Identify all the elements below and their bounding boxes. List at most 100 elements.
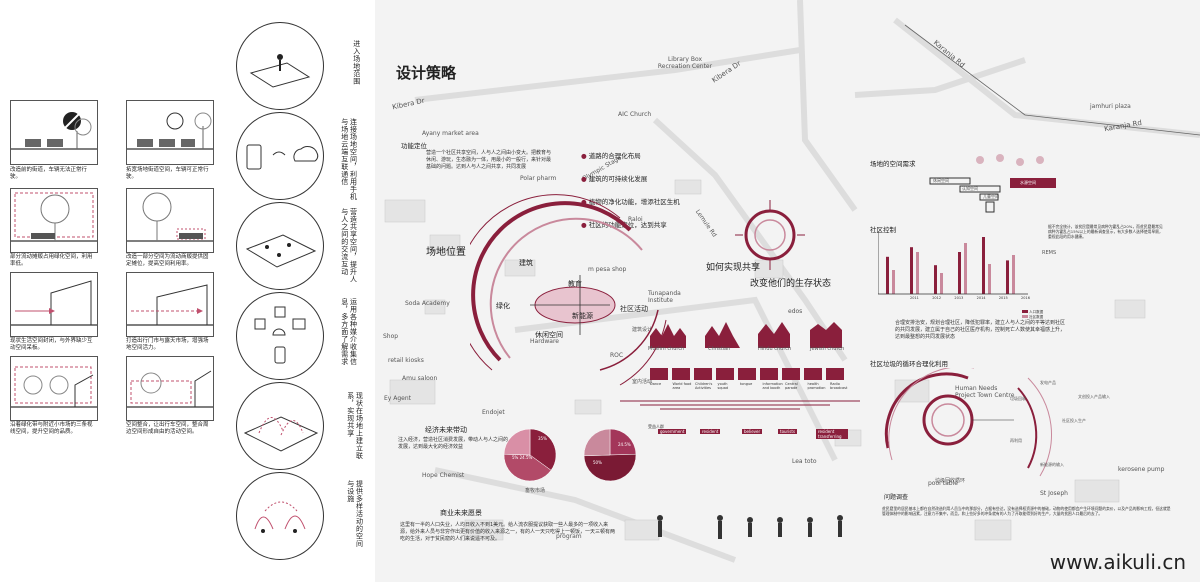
garbage-label-3: 社区投入生产 <box>1062 418 1086 423</box>
goals-list: ● 道路的合理化布局 ● 建筑的可持续化发展 ● 植物的净化功能，增添社区生机 … <box>581 150 701 229</box>
map-label-ayany: Ayany market area <box>422 130 479 137</box>
control-years: 2011 2012 2013 2014 2015 2016 <box>910 296 1030 300</box>
building-muslim: Muslim church <box>648 346 685 352</box>
map-label-polar: Polar pharm <box>520 175 557 182</box>
religious-buildings <box>650 318 850 358</box>
map-label-aic-church: AIC Church <box>618 111 652 118</box>
garbage-cycle-diagram <box>884 368 1053 477</box>
strategy-circle-6 <box>236 472 324 560</box>
community-control-chart <box>878 232 1028 295</box>
business-text: 这里有一半的人口失业，人均日收入不到1美元。给人流衣服提议获取一些人最多的一项收… <box>400 522 616 542</box>
strategy-label-3: 营造共享空间，提升人与人之间的交流互动 <box>340 208 358 283</box>
map-label-tunapanda: Tunapanda Institute <box>648 290 681 304</box>
map-label-edos: edos <box>788 308 803 315</box>
panel-caption-6: 打造出行门市与露天市场，增强场地空间活力。 <box>126 338 209 352</box>
pie-slice <box>503 453 552 482</box>
control-bar <box>892 270 895 294</box>
panel-caption-2: 拓宽场地街道空间，车辆可正常行驶。 <box>126 167 209 181</box>
activity-timeline <box>620 400 860 410</box>
pie-slice <box>583 428 611 457</box>
pie-slice <box>583 453 637 482</box>
community-activity-title: 社区活动 <box>620 305 648 313</box>
ring-label-leisure: 休闲空间 <box>535 331 563 339</box>
pie2-label-b: 50% <box>593 460 602 465</box>
map-label-raloi: Raloi <box>628 216 643 223</box>
strategy-label-4: 运用各种媒介收集信息，多方面了解需求 <box>340 298 358 366</box>
control-note: 据不完全统计，该贫民窟最常见病种为霍乱占20%，而贫民窟最常见病种为霍乱占15%… <box>1048 224 1163 240</box>
ring-label-education: 教育 <box>568 280 582 288</box>
page-title: 设计策略 <box>396 64 457 82</box>
scenario-panel-3 <box>10 188 98 253</box>
garbage-label-4: 新能源的输入 <box>1040 462 1064 467</box>
strategy-label-5: 现状在场地上建立联系，实现共享 <box>346 392 364 460</box>
control-bar <box>982 237 985 294</box>
site-map-background <box>375 0 1200 582</box>
building-hindu: Hindu church <box>758 346 792 352</box>
problem-title: 问题调查 <box>884 494 909 501</box>
goal-item: ● 社区的功能定位，达到共享 <box>581 221 667 229</box>
control-text: 合理安排治安，规划合理社区，降低犯罪率，建立人与人之间的平等达到社区的共同发展，… <box>895 320 1066 340</box>
people-silhouettes <box>657 515 843 539</box>
economy-chart-label: 畜牧市场 <box>525 488 546 494</box>
scenario-panel-1 <box>10 100 98 165</box>
map-label-kerosene: kerosene pump <box>1118 466 1165 473</box>
change-state-title: 改变他们的生存状态 <box>750 279 832 289</box>
building-christian: Christian <box>708 346 731 352</box>
control-bar <box>1006 260 1009 294</box>
control-bar <box>988 264 991 294</box>
ring-label-green: 绿化 <box>496 302 510 310</box>
scenario-panel-2 <box>126 100 214 165</box>
control-bar <box>1012 255 1015 294</box>
strategy-circle-3 <box>236 202 324 290</box>
economy-title: 经济未来带动 <box>425 426 467 434</box>
watermark: www.aikuli.cn <box>1049 550 1186 574</box>
business-title: 商业未来愿景 <box>440 509 482 517</box>
garbage-label-1: 发电产品 <box>1040 380 1056 385</box>
building-jewish: Jewish church <box>810 346 845 352</box>
map-label-agent: Ey Agent <box>384 395 412 402</box>
map-label-shop: Shop <box>383 333 399 340</box>
space-demand-title: 场地的空间需求 <box>870 160 916 168</box>
map-label-st-joseph: St Joseph <box>1040 490 1068 497</box>
scenario-panel-6 <box>126 272 214 337</box>
panel-caption-8: 空间整合，让出行车空间，整合周边空间形成自由的活动空间。 <box>126 422 209 436</box>
space-bar-water: 水源空间 <box>1020 180 1036 185</box>
activity-icons <box>650 366 850 390</box>
control-legend: 人口数据 社区数据 <box>1022 310 1043 320</box>
space-bar-leisure: 休闲空间 <box>933 178 949 183</box>
control-bar <box>910 247 913 294</box>
activity-labels: Dance World food area Children's Activit… <box>650 382 848 390</box>
strategy-label-6: 提供多样活动的空间与设施 <box>346 480 364 548</box>
site-ring-diagram <box>470 194 667 386</box>
panel-caption-7: 沿着绿化带与附近小市场的三条视线空间，提升空间的品质。 <box>10 422 93 436</box>
map-label-mpesa: m pesa shop <box>588 266 627 273</box>
strategy-circle-4 <box>236 292 324 380</box>
panel-caption-4: 改造一部分空间为流动商贩提供固定摊位，提高空间利用率。 <box>126 254 209 268</box>
economy-text: 注入经济，营造社区消费发展，带动人与人之间的发展，达到最大化的经济效益 <box>398 437 509 450</box>
strategy-label-2: 连接场地空间，利用手机与场地云端互联通信 <box>340 118 358 201</box>
control-bar <box>886 256 889 294</box>
goal-item: ● 道路的合理化布局 <box>581 152 641 160</box>
map-label-soda: Soda Academy <box>405 300 450 307</box>
map-label-roc: ROC <box>610 352 624 359</box>
space-bar-cognition: 认知空间 <box>962 186 978 191</box>
share-ring-diagram <box>735 200 805 270</box>
goal-item: ● 植物的净化功能，增添社区生机 <box>581 198 680 206</box>
strategy-circle-2 <box>236 112 324 200</box>
space-bar-children: 儿童空间 <box>983 194 999 199</box>
scenario-panel-7 <box>10 356 98 421</box>
map-label-program: program <box>556 533 582 540</box>
pie1-label-a: 35% <box>538 436 547 441</box>
garbage-label-6: 再利用 <box>1010 438 1022 443</box>
strategy-label-1: 进入场地范围 <box>352 40 361 85</box>
space-demand-bars <box>929 154 1056 213</box>
strategy-circle-5 <box>236 382 324 470</box>
economy-pies <box>503 428 637 482</box>
map-label-human-needs: Human Needs Project Town Centre <box>955 385 1015 399</box>
goal-item: ● 建筑的可持续化发展 <box>581 175 648 183</box>
how-share-title: 如何实现共享 <box>706 263 761 273</box>
site-location-title: 场地位置 <box>426 247 466 258</box>
control-bar <box>940 273 943 294</box>
map-label-hope: Hope Chemist <box>422 472 465 479</box>
garbage-label-7: 垃圾回收循环 <box>935 478 966 484</box>
